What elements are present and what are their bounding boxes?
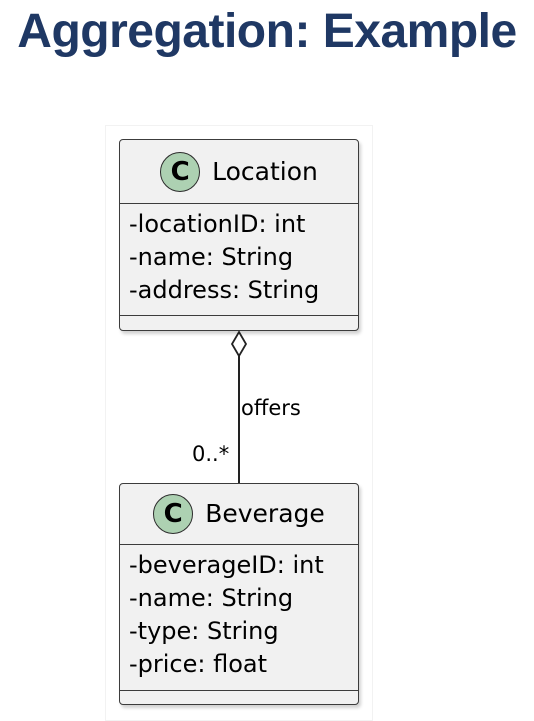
class-header-beverage: C Beverage (120, 484, 358, 545)
attribute-beverage-price: -price: float (129, 650, 268, 678)
association-label: offers (241, 396, 301, 420)
association-multiplicity: 0..* (192, 442, 230, 466)
attribute-beverage-type: -type: String (129, 617, 279, 645)
class-methods-beverage (120, 691, 358, 705)
class-name-location: Location (212, 156, 318, 186)
aggregation-diamond-icon (230, 330, 248, 358)
aggregation-connector (230, 330, 248, 483)
attribute-beverage-id: -beverageID: int (129, 551, 324, 579)
attribute-beverage-name: -name: String (129, 584, 294, 612)
class-name-beverage: Beverage (205, 499, 325, 528)
class-stereotype-icon: C (160, 151, 201, 192)
class-stereotype-icon: C (153, 494, 194, 534)
class-box-beverage: C Beverage -beverageID: int -name: Strin… (119, 483, 359, 705)
attribute-location-name: -name: String (129, 243, 294, 271)
class-attributes-beverage: -beverageID: int -name: String -type: St… (120, 545, 358, 691)
attribute-location-address: -address: String (129, 276, 320, 304)
slide-title: Aggregation: Example (17, 5, 517, 58)
class-header-location: C Location (120, 140, 358, 204)
uml-class-diagram: C Location -locationID: int -name: Strin… (106, 126, 372, 720)
attribute-location-id: -locationID: int (129, 210, 306, 238)
class-attributes-location: -locationID: int -name: String -address:… (120, 204, 358, 316)
class-box-location: C Location -locationID: int -name: Strin… (119, 139, 359, 331)
